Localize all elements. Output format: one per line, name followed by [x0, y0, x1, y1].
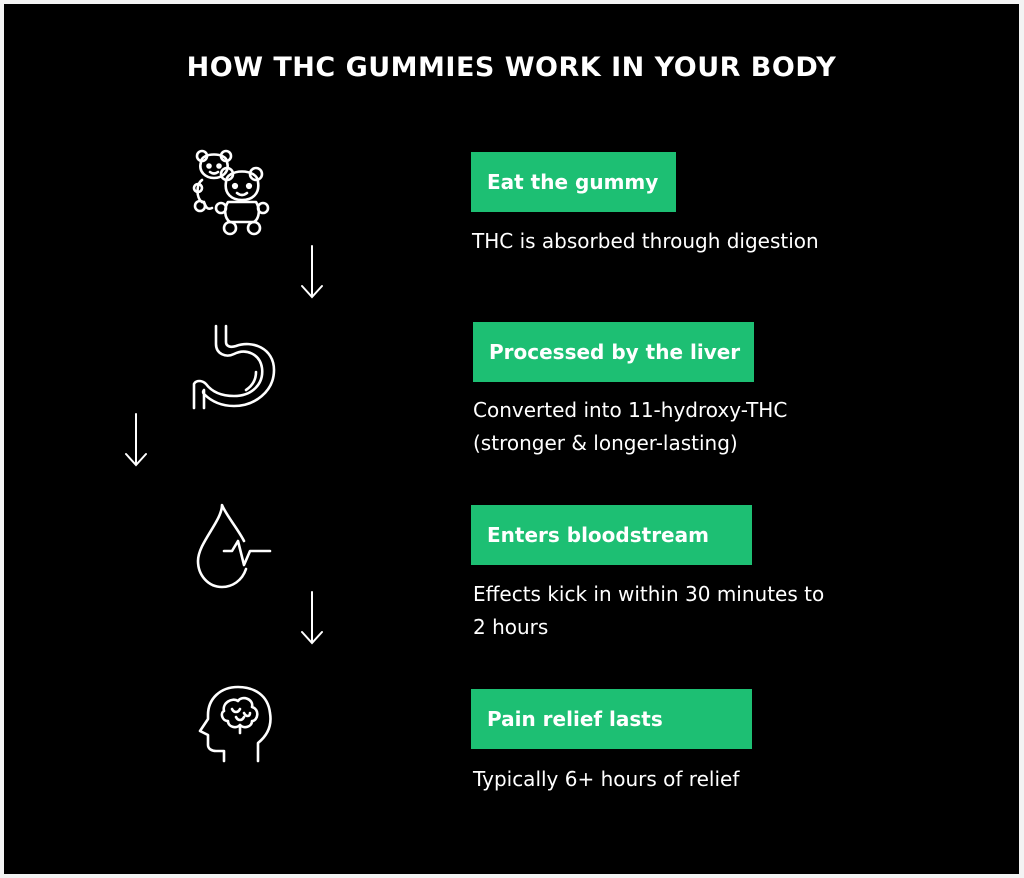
- step-label-eat-the-gummy: Eat the gummy: [471, 152, 676, 212]
- gummy-bears-icon: [192, 149, 272, 236]
- arrow-down-icon: [124, 412, 148, 472]
- step-label-pain-relief-lasts: Pain relief lasts: [471, 689, 752, 749]
- head-brain-icon: [198, 685, 274, 765]
- step-description: Effects kick in within 30 minutes to 2 h…: [473, 578, 824, 644]
- step-description-line: 2 hours: [473, 615, 549, 639]
- infographic-panel: HOW THC GUMMIES WORK IN YOUR BODY: [4, 4, 1019, 874]
- step-label-processed-by-the-liver: Processed by the liver: [473, 322, 754, 382]
- step-description-line: Effects kick in within 30 minutes to: [473, 582, 825, 606]
- step-description-line: (stronger & longer-lasting): [473, 431, 738, 455]
- step-description: Typically 6+ hours of relief: [473, 763, 739, 796]
- blood-drop-pulse-icon: [194, 501, 274, 589]
- arrow-down-icon: [300, 244, 324, 304]
- infographic-title: HOW THC GUMMIES WORK IN YOUR BODY: [186, 52, 837, 83]
- step-description: Converted into 11-hydroxy-THC (stronger …: [473, 394, 787, 460]
- step-description-line: Typically 6+ hours of relief: [473, 767, 740, 791]
- stomach-icon: [190, 322, 276, 412]
- step-description-line: Converted into 11-hydroxy-THC: [473, 398, 788, 422]
- arrow-down-icon: [300, 590, 324, 650]
- step-description-line: THC is absorbed through digestion: [472, 229, 819, 253]
- step-description: THC is absorbed through digestion: [472, 225, 819, 258]
- step-label-enters-bloodstream: Enters bloodstream: [471, 505, 752, 565]
